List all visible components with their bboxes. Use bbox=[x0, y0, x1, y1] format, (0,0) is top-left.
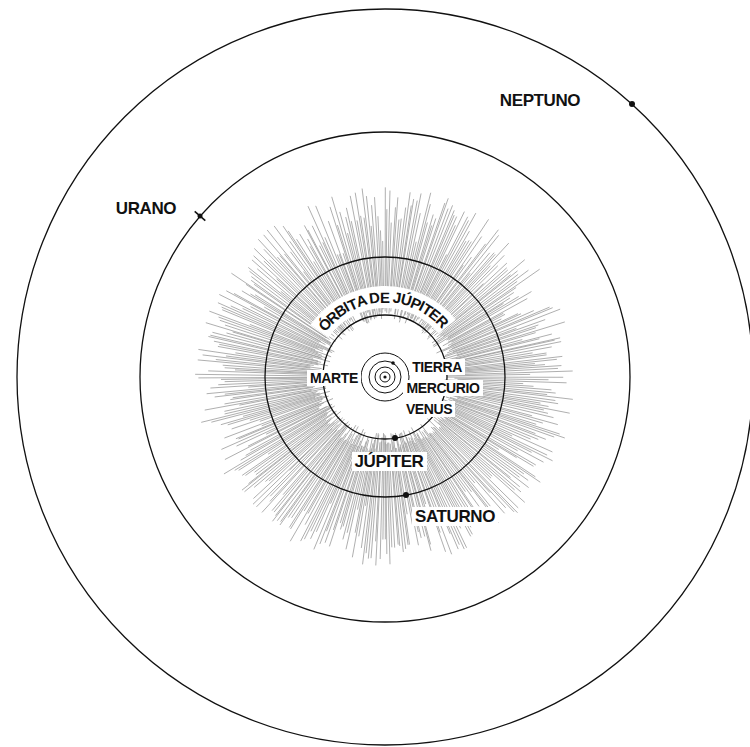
uranus-mark bbox=[195, 211, 206, 220]
letter: E bbox=[380, 289, 390, 304]
jupiter-dot bbox=[392, 435, 398, 441]
label-ground-band bbox=[310, 286, 455, 337]
planet-label: MERCURIO bbox=[403, 380, 482, 396]
earth-orbit bbox=[369, 361, 401, 393]
comet-ray bbox=[203, 355, 311, 368]
planet-label: URANO bbox=[113, 199, 179, 218]
comet-ray bbox=[445, 320, 545, 356]
comet-ray bbox=[428, 438, 466, 492]
comet-ray bbox=[444, 322, 565, 359]
comet-ray bbox=[437, 274, 518, 337]
comet-ray bbox=[304, 425, 356, 511]
comet-ray bbox=[253, 420, 338, 499]
comet-ray bbox=[226, 356, 322, 369]
planet-label: MARTE bbox=[307, 370, 361, 386]
comet-ray bbox=[399, 193, 430, 319]
comet-ray bbox=[456, 371, 572, 375]
planet-label: SATURNO bbox=[412, 507, 498, 526]
comet-ray bbox=[225, 387, 326, 404]
comet-ray bbox=[254, 248, 331, 324]
earth-dot bbox=[391, 361, 395, 365]
venus-orbit bbox=[375, 367, 395, 387]
sun-dot bbox=[383, 375, 386, 378]
comet-ray bbox=[243, 395, 320, 416]
comet-ray bbox=[453, 328, 516, 351]
comet-ray bbox=[448, 299, 527, 343]
comet-ray bbox=[440, 270, 528, 336]
uranus-orbit bbox=[140, 132, 630, 622]
comet-ray bbox=[290, 434, 352, 541]
comet-ray bbox=[248, 406, 327, 446]
mercury-orbit bbox=[380, 372, 390, 382]
label-ground bbox=[310, 286, 455, 337]
comet-ray bbox=[409, 431, 460, 545]
comet-ray bbox=[458, 340, 554, 361]
comet-ray bbox=[432, 255, 504, 329]
saturn-dot bbox=[403, 492, 409, 498]
neptune-orbit bbox=[17, 9, 750, 745]
comet-ray bbox=[400, 433, 430, 544]
comet-ray-cloud bbox=[195, 187, 573, 565]
comet-ray bbox=[218, 380, 314, 384]
comet-ray bbox=[431, 230, 498, 317]
planet-label: VENUS bbox=[403, 401, 455, 417]
comet-ray bbox=[264, 235, 345, 330]
comet-ray bbox=[246, 284, 326, 338]
saturn-orbit bbox=[265, 257, 505, 497]
comet-ray bbox=[457, 359, 556, 369]
comet-ray bbox=[332, 197, 369, 323]
planet-label: JÚPITER bbox=[352, 452, 427, 471]
comet-ray bbox=[280, 437, 342, 525]
letter: D bbox=[369, 290, 381, 306]
mars-orbit bbox=[361, 353, 409, 401]
comet-ray bbox=[235, 353, 313, 366]
comet-ray bbox=[395, 433, 412, 525]
comet-ray bbox=[442, 271, 517, 331]
neptune-dot bbox=[629, 101, 635, 107]
comet-ray bbox=[205, 390, 312, 410]
planet-label: TIERRA bbox=[409, 359, 465, 375]
comet-ray bbox=[290, 440, 346, 529]
comet-ray bbox=[448, 298, 510, 337]
planet-label: NEPTUNO bbox=[497, 91, 583, 110]
comet-ray bbox=[195, 374, 324, 376]
comet-ray bbox=[422, 253, 490, 333]
orbit-label: ÓRBITA DE JÚPITER bbox=[285, 277, 485, 367]
comet-ray bbox=[424, 430, 479, 506]
